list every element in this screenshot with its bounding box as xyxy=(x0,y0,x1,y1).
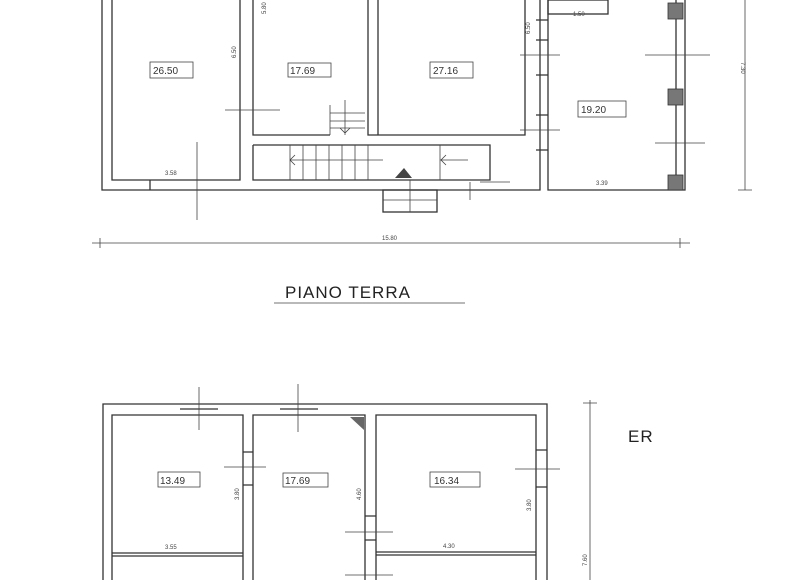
dimension-label: 5.80 xyxy=(262,2,268,14)
room-area-label: 17.69 xyxy=(290,66,315,77)
dimension-label: 7.60 xyxy=(583,554,589,566)
dimension-label: 3.80 xyxy=(235,488,241,500)
room-area-label: 26.50 xyxy=(153,66,178,77)
dimension-label: 7.30 xyxy=(739,62,745,74)
dimension-label: 6.50 xyxy=(526,22,532,34)
dimension-label: 4.60 xyxy=(357,488,363,500)
floor-title: PIANO TERRA xyxy=(285,283,411,302)
ground-floor-plan: 26.50 17.69 27.16 19.20 6.50 5.80 3.58 1… xyxy=(92,0,752,304)
dimension-label: 4.30 xyxy=(443,544,455,550)
room-area-label: 27.16 xyxy=(433,66,458,77)
room-area-label: 19.20 xyxy=(581,105,606,116)
room-area-label: 13.49 xyxy=(160,476,185,487)
upper-floor-plan: 13.49 17.69 16.34 3.80 4.60 3.80 3.55 4.… xyxy=(102,384,654,580)
floor-title-fragment: ER xyxy=(628,427,654,446)
room-area-label: 17.69 xyxy=(285,476,310,487)
dimension-label: 3.58 xyxy=(165,171,177,177)
dimension-label: 6.50 xyxy=(232,46,238,58)
dimension-label: 3.80 xyxy=(527,499,533,511)
dimension-label: 1.50 xyxy=(573,12,585,18)
dimension-label: 3.39 xyxy=(596,181,608,187)
dimension-label: 15.80 xyxy=(382,236,398,242)
dimension-label: 3.55 xyxy=(165,545,177,551)
room-area-label: 16.34 xyxy=(434,476,459,487)
